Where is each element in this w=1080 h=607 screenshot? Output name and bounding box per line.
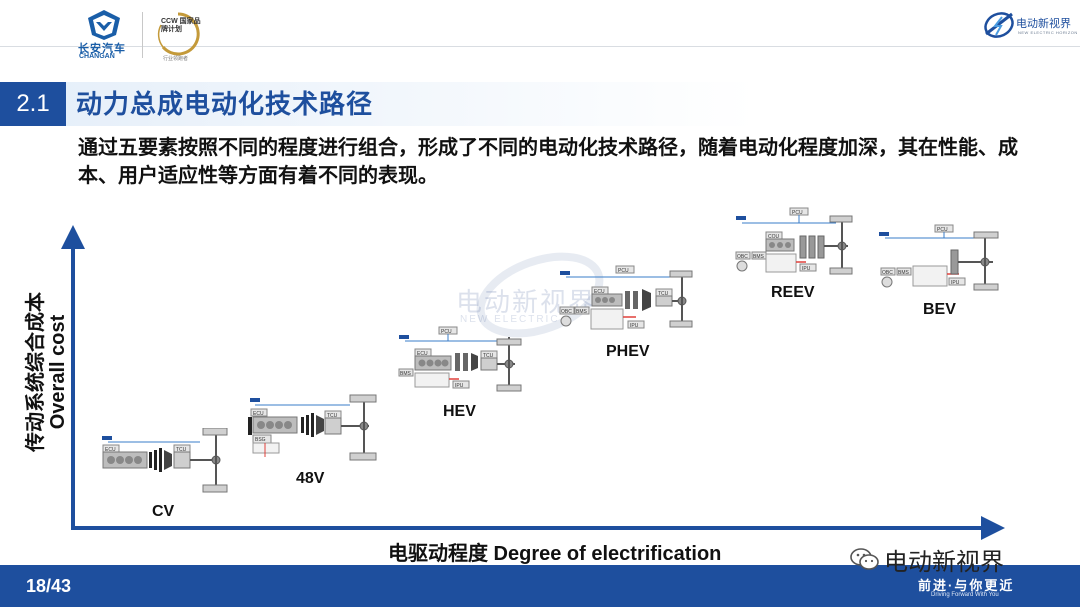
bev-pcu-label: PCU	[937, 227, 948, 233]
hev-diagram: PCU ECU TCU BMS IPU	[398, 326, 522, 392]
stage-label-cv: CV	[152, 503, 175, 520]
bev-diagram: PCU OBC BMS IPU	[879, 224, 999, 291]
footer-bar	[0, 565, 1080, 607]
logo-divider	[142, 12, 143, 58]
intro-paragraph: 通过五要素按照不同的程度进行组合，形成了不同的电动化技术路径，随着电动化程度加深…	[78, 137, 1018, 187]
48v-ecu-label: ECU	[253, 411, 264, 417]
watermark-brand-text: 电动新视界	[1016, 18, 1071, 30]
reev-cou-label: COU	[768, 234, 780, 240]
stage-label-phev: PHEV	[606, 343, 650, 360]
phev-bms-label: BMS	[576, 309, 588, 315]
wechat-icon	[850, 548, 879, 570]
hev-bms-label: BMS	[400, 371, 412, 377]
hev-tcu-label: TCU	[483, 353, 494, 359]
phev-pcu-label: PCU	[618, 268, 629, 274]
page-number: 18/43	[26, 576, 72, 596]
reev-obc-label: OBC	[737, 254, 748, 260]
brand-plan-emblem-icon	[157, 12, 200, 56]
hev-pcu-label: PCU	[441, 329, 452, 335]
brand-plan-text: CCW 国家品牌计划	[161, 18, 201, 33]
stage-label-bev: BEV	[923, 301, 956, 318]
phev-tcu-label: TCU	[658, 291, 669, 297]
phev-diagram: PCU ECU TCU OBC BMS IPU	[559, 265, 693, 330]
changan-logo-icon	[88, 10, 120, 40]
center-watermark-en: NEW ELECTRIC	[460, 314, 560, 325]
footer-slogan: 前进·与你更近	[918, 578, 1015, 593]
reev-ipu-label: IPU	[802, 266, 811, 272]
hev-ipu-label: IPU	[455, 383, 464, 389]
cv-diagram: ECU TCU	[102, 428, 228, 493]
48v-diagram: ECU BSG TCU	[248, 394, 377, 461]
phev-ipu-label: IPU	[630, 323, 639, 329]
section-title: 动力总成电动化技术路径	[76, 89, 374, 119]
bev-obc-label: OBC	[882, 270, 893, 276]
bev-ipu-label: IPU	[951, 280, 960, 286]
phev-ecu-label: ECU	[594, 289, 605, 295]
brand-name-en: CHANGAN	[79, 53, 115, 60]
48v-tcu-label: TCU	[327, 413, 338, 419]
cv-ecu-label: ECU	[105, 447, 116, 453]
stage-label-reev: REEV	[771, 284, 815, 301]
section-number: 2.1	[0, 82, 66, 126]
48v-bsg-label: BSG	[255, 437, 266, 443]
center-watermark-logo-icon	[476, 252, 604, 338]
stage-label-hev: HEV	[443, 403, 476, 420]
footer-slogan-en: Driving Forward With You	[931, 592, 999, 598]
stage-label-48v: 48V	[296, 470, 325, 487]
wechat-account-name: 电动新视界	[884, 549, 1004, 576]
header-divider	[0, 46, 1080, 47]
reev-diagram: PCU COU OBC BMS IPU	[735, 207, 853, 275]
cv-tcu-label: TCU	[176, 447, 187, 453]
y-axis-label-cn: 传动系统综合成本	[25, 292, 47, 452]
bev-bms-label: BMS	[898, 270, 910, 276]
reev-bms-label: BMS	[753, 254, 765, 260]
reev-pcu-label: PCU	[792, 210, 803, 216]
watermark-brand-text-en: NEW ELECTRIC HORIZON	[1018, 30, 1078, 35]
title-bar	[0, 82, 1080, 126]
y-axis-label-en: Overall cost	[47, 314, 69, 430]
x-axis-label: 电驱动程度 Degree of electrification	[388, 543, 722, 565]
hev-ecu-label: ECU	[417, 351, 428, 357]
electric-horizon-logo-icon	[984, 12, 1014, 38]
phev-obc-label: OBC	[561, 309, 572, 315]
brand-plan-sub: 行业领跑者	[163, 56, 189, 62]
brand-name: 长安汽车	[78, 43, 126, 55]
